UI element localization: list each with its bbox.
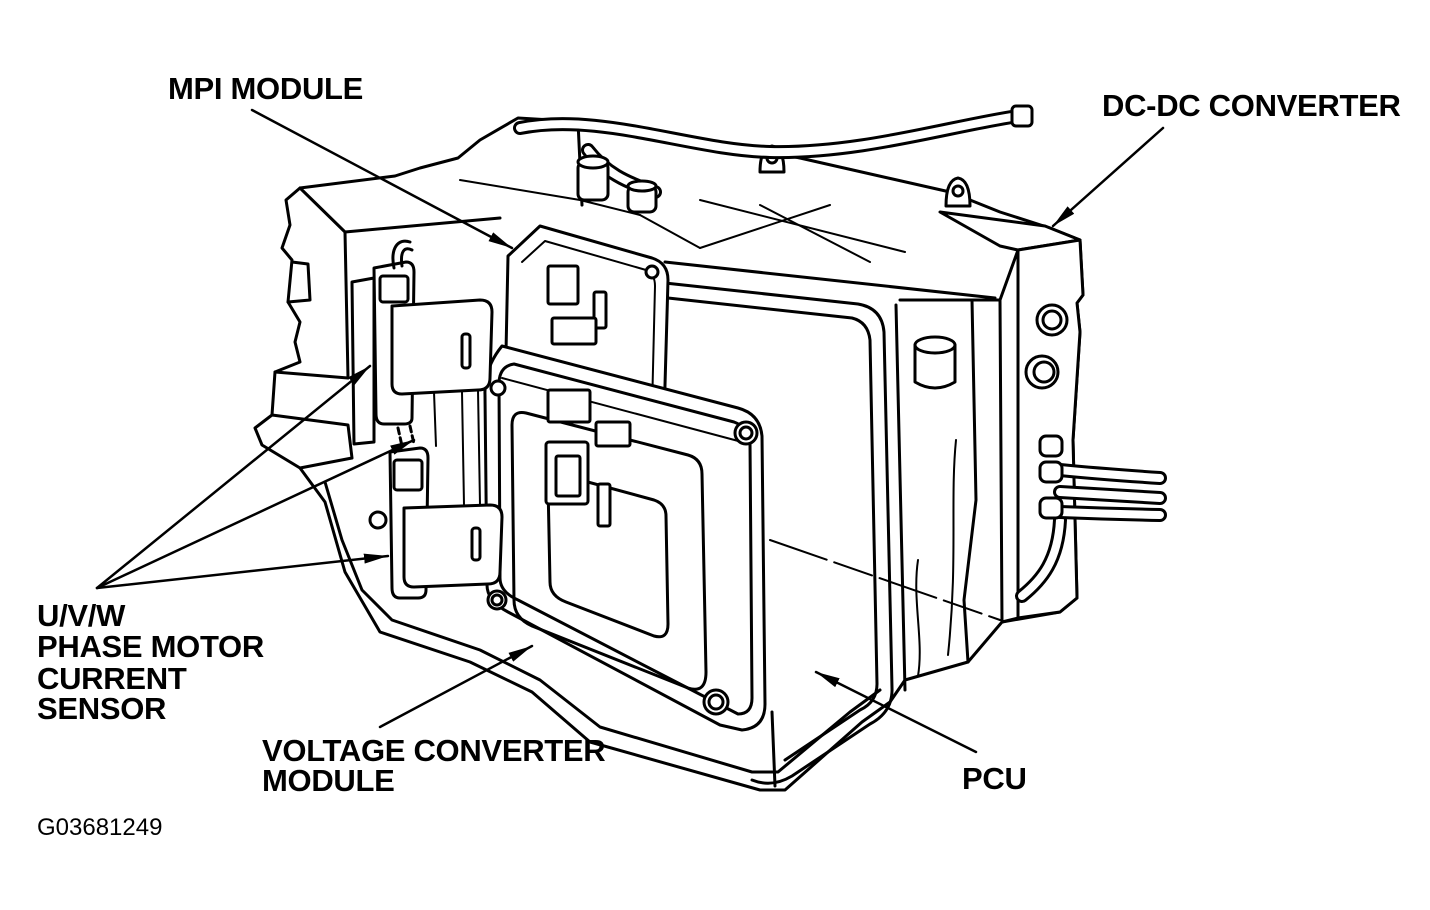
dc-dc-converter [938, 210, 1167, 624]
lower-port-inner [1032, 360, 1056, 384]
figure-code: G03681249 [37, 814, 162, 841]
pcu-arrow [814, 670, 978, 754]
current-sensor-label-line-2: PHASE MOTOR [37, 629, 264, 664]
leader-arrows [95, 108, 1165, 754]
upper-sensor-wires [391, 239, 414, 270]
voltage-converter-module-arrow [378, 644, 534, 729]
upper-sensor-slot [460, 332, 472, 370]
top-face-front-edge-right [663, 260, 997, 300]
mpi-connector [546, 264, 580, 306]
right-face-edge [894, 303, 907, 692]
top-connector-1-cap [576, 154, 610, 170]
main-cable-core [516, 112, 1022, 157]
vcm-window-frame-outer [510, 411, 708, 691]
dc-dc-front-strip [998, 248, 1020, 624]
top-connector-2-cap [626, 179, 658, 193]
vcm-connector-top [546, 388, 592, 424]
loop-cable-core [1018, 516, 1064, 600]
right-face-divider [962, 298, 978, 664]
top-face-front-edge-left [343, 216, 502, 234]
mpi-chip [550, 316, 598, 346]
mounting-tab-right-hole [951, 184, 965, 198]
vcm-plate-line [501, 377, 743, 443]
top-face-rib-2 [759, 204, 871, 263]
lower-sensor-slot [470, 526, 482, 562]
sensor-mount-line-2 [461, 391, 465, 506]
current-sensor-label-line-4: SENSOR [37, 691, 166, 726]
pcu-cover-inner-edge [666, 296, 879, 762]
left-bracket-lower-step [270, 413, 354, 470]
right-face-contour-2 [947, 439, 957, 656]
top-face-rib-4 [639, 214, 701, 249]
output-cable-3-core [1056, 508, 1164, 519]
top-wiring-harness [513, 104, 1034, 214]
right-face-boss [913, 343, 957, 390]
lower-sensor-flap [402, 503, 504, 589]
housing-bottom-rim [323, 480, 882, 774]
upper-sensor-bracket [350, 276, 376, 446]
cable-connector-1 [1038, 434, 1064, 458]
vcm-bolt-bottom-right-hole [707, 693, 725, 711]
dc-dc-converter-arrow [1051, 126, 1165, 228]
cable-connector-2 [1038, 460, 1064, 484]
mpi-module-label: MPI MODULE [168, 71, 363, 106]
vcm-bolt-top-right-hole [738, 425, 754, 441]
upper-port-inner [1041, 309, 1063, 331]
pcu-cover [663, 281, 894, 788]
vcm-connector-socket [554, 454, 582, 498]
vcm-terminal [596, 482, 612, 528]
vcm-bolt-top-left [489, 379, 507, 397]
top-face-rib-1 [699, 204, 831, 249]
dc-dc-converter-label: DC-DC CONVERTER [1102, 88, 1401, 123]
cable-connector-3 [1038, 496, 1064, 520]
current-sensor-arrow-upper [95, 364, 372, 590]
top-face-rib-3 [699, 199, 906, 253]
sensor-mount-line-1 [433, 391, 437, 447]
right-face-contour-1 [915, 559, 921, 677]
cable-end-connector [1010, 104, 1034, 128]
internal-hidden-line [769, 539, 1001, 621]
upper-sensor-connector [378, 274, 410, 304]
mpi-bolt [644, 264, 660, 280]
callout-labels: MPI MODULE DC-DC CONVERTER U/V/W PHASE M… [37, 71, 1401, 841]
sensor-mount-line-3 [477, 389, 481, 506]
current-sensor-arrow-lower [95, 553, 390, 590]
current-sensor-arrow-middle [95, 438, 416, 590]
current-sensor-label-line-1: U/V/W [37, 598, 126, 633]
mpi-module [504, 224, 670, 422]
current-sensor-label-line-3: CURRENT [37, 661, 187, 696]
vcm-terminal-block [594, 420, 632, 448]
vcm-bolt-bottom-left-hole [490, 593, 504, 607]
left-bracket-notch [286, 260, 312, 304]
housing-bolt-left [368, 510, 388, 530]
voltage-converter-module [483, 344, 767, 732]
upper-sensor-flap [390, 298, 494, 396]
output-cable-1-core [1056, 466, 1164, 482]
lower-sensor-connector [392, 458, 424, 492]
phase-current-sensors [350, 239, 504, 600]
pcu-cover-corner-edge [770, 710, 777, 788]
output-cable-2-core [1056, 488, 1164, 502]
left-bracket-step [273, 370, 350, 380]
right-face-boss-top [913, 335, 957, 355]
voltage-converter-module-label-line-2: MODULE [262, 763, 395, 798]
pcu-label: PCU [962, 761, 1027, 796]
voltage-converter-module-label-line-1: VOLTAGE CONVERTER [262, 733, 605, 768]
mpi-module-arrow [250, 108, 514, 250]
